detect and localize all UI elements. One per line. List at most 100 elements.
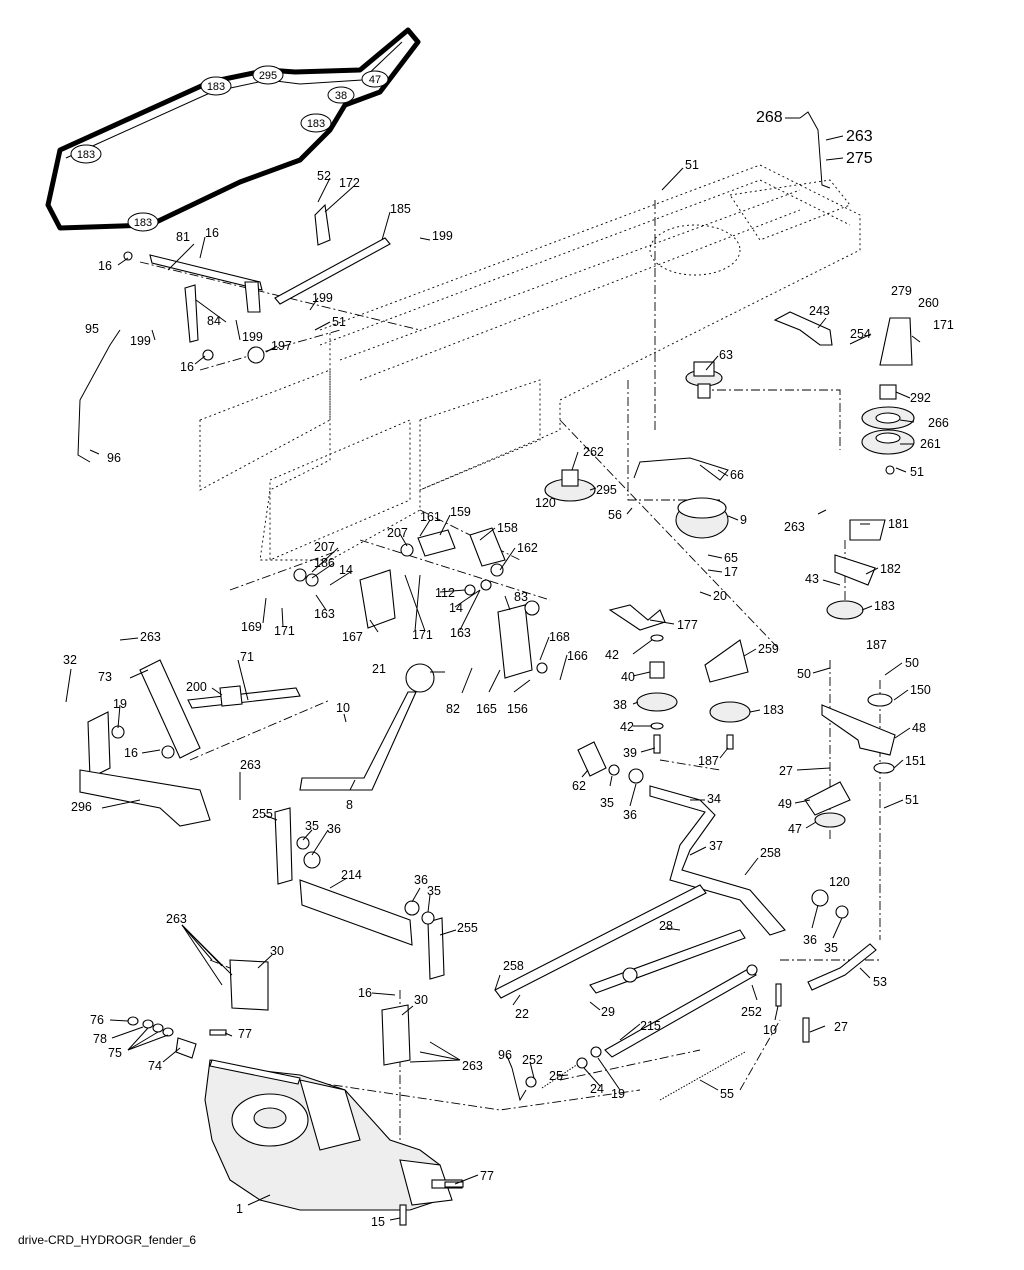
callout-label: 51 <box>332 315 346 329</box>
callout-label: 16 <box>180 360 194 374</box>
belt-pulley-label: 295 <box>259 70 277 82</box>
callout-label: 78 <box>93 1032 107 1046</box>
callout-label: 259 <box>758 642 779 656</box>
callout-label: 262 <box>583 445 604 459</box>
callout-label: 30 <box>270 944 284 958</box>
belt-pulley <box>70 144 102 164</box>
callout-label: 263 <box>784 520 805 534</box>
diagram-caption: drive-CRD_HYDROGR_fender_6 <box>18 1233 197 1247</box>
belt-pulley <box>361 70 389 88</box>
callout-label: 263 <box>462 1059 483 1073</box>
callout-label: 181 <box>888 517 909 531</box>
belt-pulley <box>300 113 332 133</box>
tractor-frame <box>199 164 861 561</box>
callout-label: 182 <box>880 562 901 576</box>
callout-label: 36 <box>414 873 428 887</box>
callout-label: 243 <box>809 304 830 318</box>
callout-label: 252 <box>741 1005 762 1019</box>
callout-label: 215 <box>640 1019 661 1033</box>
callout-label: 20 <box>713 589 727 603</box>
callout-label: 50 <box>797 667 811 681</box>
belt-pulley <box>327 86 355 104</box>
callout-label: 14 <box>449 601 463 615</box>
callout-label: 35 <box>305 819 319 833</box>
callout-label: 47 <box>788 822 802 836</box>
callout-label: 51 <box>905 793 919 807</box>
callout-label: 268 <box>756 109 783 126</box>
callout-label: 162 <box>517 541 538 555</box>
callout-label: 200 <box>186 680 207 694</box>
callout-label: 42 <box>605 648 619 662</box>
callout-label: 163 <box>450 626 471 640</box>
callout-label: 171 <box>274 624 295 638</box>
callout-label: 172 <box>339 176 360 190</box>
callout-label: 36 <box>803 933 817 947</box>
callout-label: 65 <box>724 551 738 565</box>
callout-label: 9 <box>740 513 747 527</box>
callout-label: 17 <box>724 565 738 579</box>
callout-label: 36 <box>327 822 341 836</box>
callout-label: 55 <box>720 1087 734 1101</box>
callout-label: 150 <box>910 683 931 697</box>
callout-label: 22 <box>515 1007 529 1021</box>
callout-label: 275 <box>846 150 873 167</box>
callout-label: 63 <box>719 348 733 362</box>
callout-label: 120 <box>829 875 850 889</box>
callout-label: 35 <box>824 941 838 955</box>
callout-label: 186 <box>314 556 335 570</box>
callout-label: 183 <box>874 599 895 613</box>
belt-pulley <box>127 212 159 232</box>
callout-label: 37 <box>709 839 723 853</box>
callout-label: 25 <box>549 1069 563 1083</box>
callout-label: 53 <box>873 975 887 989</box>
callout-label: 76 <box>90 1013 104 1027</box>
callout-label: 51 <box>685 158 699 172</box>
callout-label: 83 <box>514 590 528 604</box>
callout-label: 36 <box>623 808 637 822</box>
callout-label: 263 <box>846 128 873 145</box>
callout-label: 1 <box>236 1202 243 1216</box>
callout-label: 185 <box>390 202 411 216</box>
belt-pulley-label: 47 <box>369 74 381 86</box>
callout-label: 214 <box>341 868 362 882</box>
belt-pulley-label: 183 <box>207 81 225 93</box>
callout-label: 171 <box>412 628 433 642</box>
belt-pulleys: 183 183 295 47 38 183 183 <box>70 65 389 232</box>
callout-label: 39 <box>623 746 637 760</box>
callout-label: 73 <box>98 670 112 684</box>
callout-label: 43 <box>805 572 819 586</box>
callout-label: 292 <box>910 391 931 405</box>
callout-label: 260 <box>918 296 939 310</box>
callout-label: 156 <box>507 702 528 716</box>
callout-label: 48 <box>912 721 926 735</box>
callout-label: 77 <box>480 1169 494 1183</box>
callout-label: 168 <box>549 630 570 644</box>
callout-label: 29 <box>601 1005 615 1019</box>
callout-label: 158 <box>497 521 518 535</box>
callout-label: 263 <box>140 630 161 644</box>
callout-label: 199 <box>432 229 453 243</box>
callout-label: 159 <box>450 505 471 519</box>
callout-label: 207 <box>387 526 408 540</box>
callout-label: 263 <box>166 912 187 926</box>
callout-label: 167 <box>342 630 363 644</box>
callout-label: 16 <box>358 986 372 1000</box>
belt-pulley-label: 183 <box>134 217 152 229</box>
callout-label: 199 <box>130 334 151 348</box>
callout-label: 263 <box>240 758 261 772</box>
callout-label: 40 <box>621 670 635 684</box>
callout-label: 16 <box>124 746 138 760</box>
callout-label: 51 <box>910 465 924 479</box>
callout-label: 52 <box>317 169 331 183</box>
callout-label: 16 <box>205 226 219 240</box>
part-drawings <box>77 111 915 1226</box>
callout-label: 166 <box>567 649 588 663</box>
callout-label: 14 <box>339 563 353 577</box>
drive-belt <box>45 27 421 231</box>
callout-label: 28 <box>659 919 673 933</box>
callout-label: 19 <box>611 1087 625 1101</box>
callout-label: 35 <box>427 884 441 898</box>
callout-label: 32 <box>63 653 77 667</box>
callout-label: 169 <box>241 620 262 634</box>
